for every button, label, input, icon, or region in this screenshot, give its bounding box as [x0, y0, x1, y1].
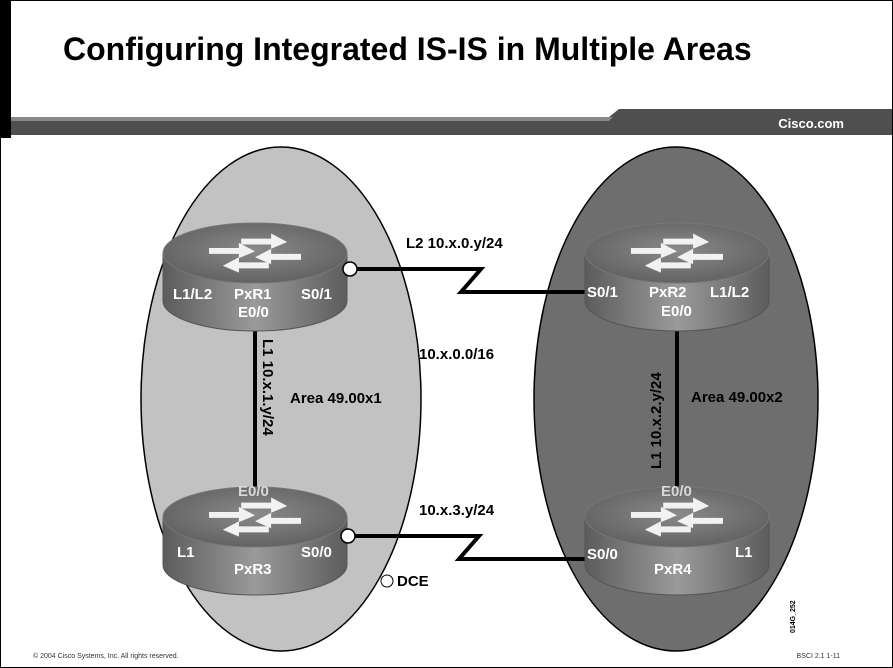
pxr1-name: PxR1	[234, 286, 272, 303]
pxr4-e00: E0/0	[661, 483, 692, 500]
router-pxr3	[162, 486, 348, 596]
slide-title: Configuring Integrated IS-IS in Multiple…	[63, 31, 752, 67]
link-r3-r4	[349, 534, 586, 561]
major-network-label: 10.x.0.0/16	[419, 346, 494, 363]
link-r3-r4-label: 10.x.3.y/24	[419, 502, 495, 519]
area-1-label: Area 49.00x1	[290, 390, 382, 407]
pxr2-e00: E0/0	[661, 303, 692, 320]
pxr3-s00: S0/0	[301, 544, 332, 561]
link-r1-r2	[351, 267, 589, 294]
pxr3-name: PxR3	[234, 561, 272, 578]
pxr1-e00: E0/0	[238, 304, 269, 321]
dce-marker-r1	[342, 261, 358, 277]
area-2-label: Area 49.00x2	[691, 389, 783, 406]
dce-marker-r3	[340, 528, 356, 544]
cisco-brand: Cisco.com	[778, 116, 844, 131]
course-reference: BSCI 2.1 1-11	[796, 653, 840, 660]
pxr3-e00: E0/0	[238, 483, 269, 500]
pxr1-level: L1/L2	[173, 286, 212, 303]
link-r1-r3-label: L1 10.x.1.y/24	[259, 339, 276, 436]
pxr4-name: PxR4	[654, 561, 692, 578]
header-bar	[1, 1, 892, 138]
pxr3-level: L1	[177, 544, 195, 561]
router-pxr1	[162, 222, 348, 332]
pxr4-level: L1	[735, 544, 753, 561]
link-r2-r4-label: L1 10.x.2.y/24	[648, 372, 665, 469]
figure-id: 014G_252	[790, 600, 797, 633]
link-r1-r2-label: L2 10.x.0.y/24	[406, 235, 503, 252]
router-pxr2	[584, 222, 770, 332]
pxr2-level: L1/L2	[710, 284, 749, 301]
pxr1-s01: S0/1	[301, 286, 332, 303]
pxr4-s00: S0/0	[587, 546, 618, 563]
pxr2-s01: S0/1	[587, 284, 618, 301]
copyright-footer: © 2004 Cisco Systems, Inc. All rights re…	[33, 653, 179, 660]
router-pxr4	[584, 486, 770, 596]
dce-legend-icon	[380, 574, 394, 588]
dce-legend-label: DCE	[397, 573, 429, 590]
pxr2-name: PxR2	[649, 284, 687, 301]
